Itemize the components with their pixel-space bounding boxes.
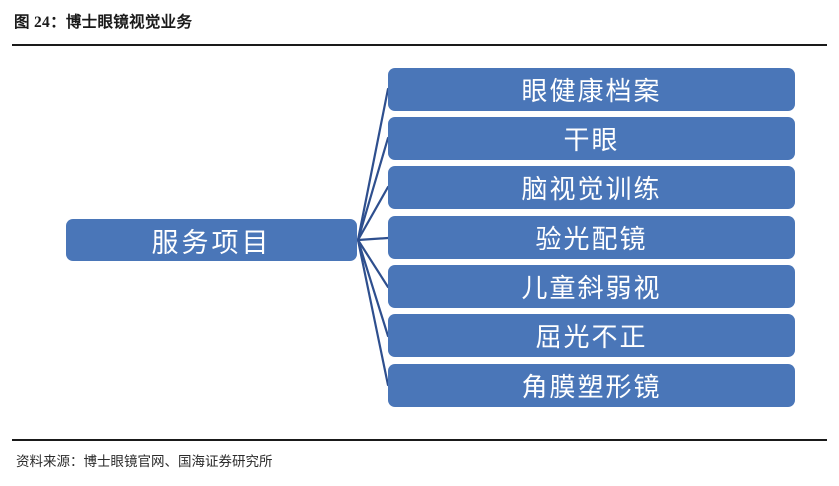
figure-title: 图 24：博士眼镜视觉业务 [14, 14, 193, 31]
leaf-node-ortho-k-lens[interactable]: 角膜塑形镜 [388, 364, 795, 407]
connector-line-4 [356, 238, 390, 289]
leaf-node-refractive-error[interactable]: 屈光不正 [388, 314, 795, 357]
root-node-service-items[interactable]: 服务项目 [66, 219, 357, 261]
diagram-canvas: 服务项目 眼健康档案 干眼 脑视觉训练 验光配镜 儿童斜弱视 屈光不正 角膜塑形… [0, 46, 839, 438]
connector-line-1 [356, 136, 390, 242]
connector-line-0 [356, 87, 390, 242]
source-note: 资料来源：博士眼镜官网、国海证券研究所 [16, 454, 273, 469]
leaf-node-optometry-fitting[interactable]: 验光配镜 [388, 216, 795, 259]
header-divider [12, 44, 827, 46]
connector-line-2 [356, 185, 390, 242]
leaf-node-dry-eye[interactable]: 干眼 [388, 117, 795, 160]
footer-divider [12, 439, 827, 441]
leaf-node-brain-vision-training[interactable]: 脑视觉训练 [388, 166, 795, 209]
connector-line-6 [356, 238, 390, 387]
connector-line-3 [356, 236, 390, 242]
connector-line-5 [356, 238, 390, 338]
leaf-node-child-strabismus-amblyopia[interactable]: 儿童斜弱视 [388, 265, 795, 308]
leaf-node-eye-health-record[interactable]: 眼健康档案 [388, 68, 795, 111]
